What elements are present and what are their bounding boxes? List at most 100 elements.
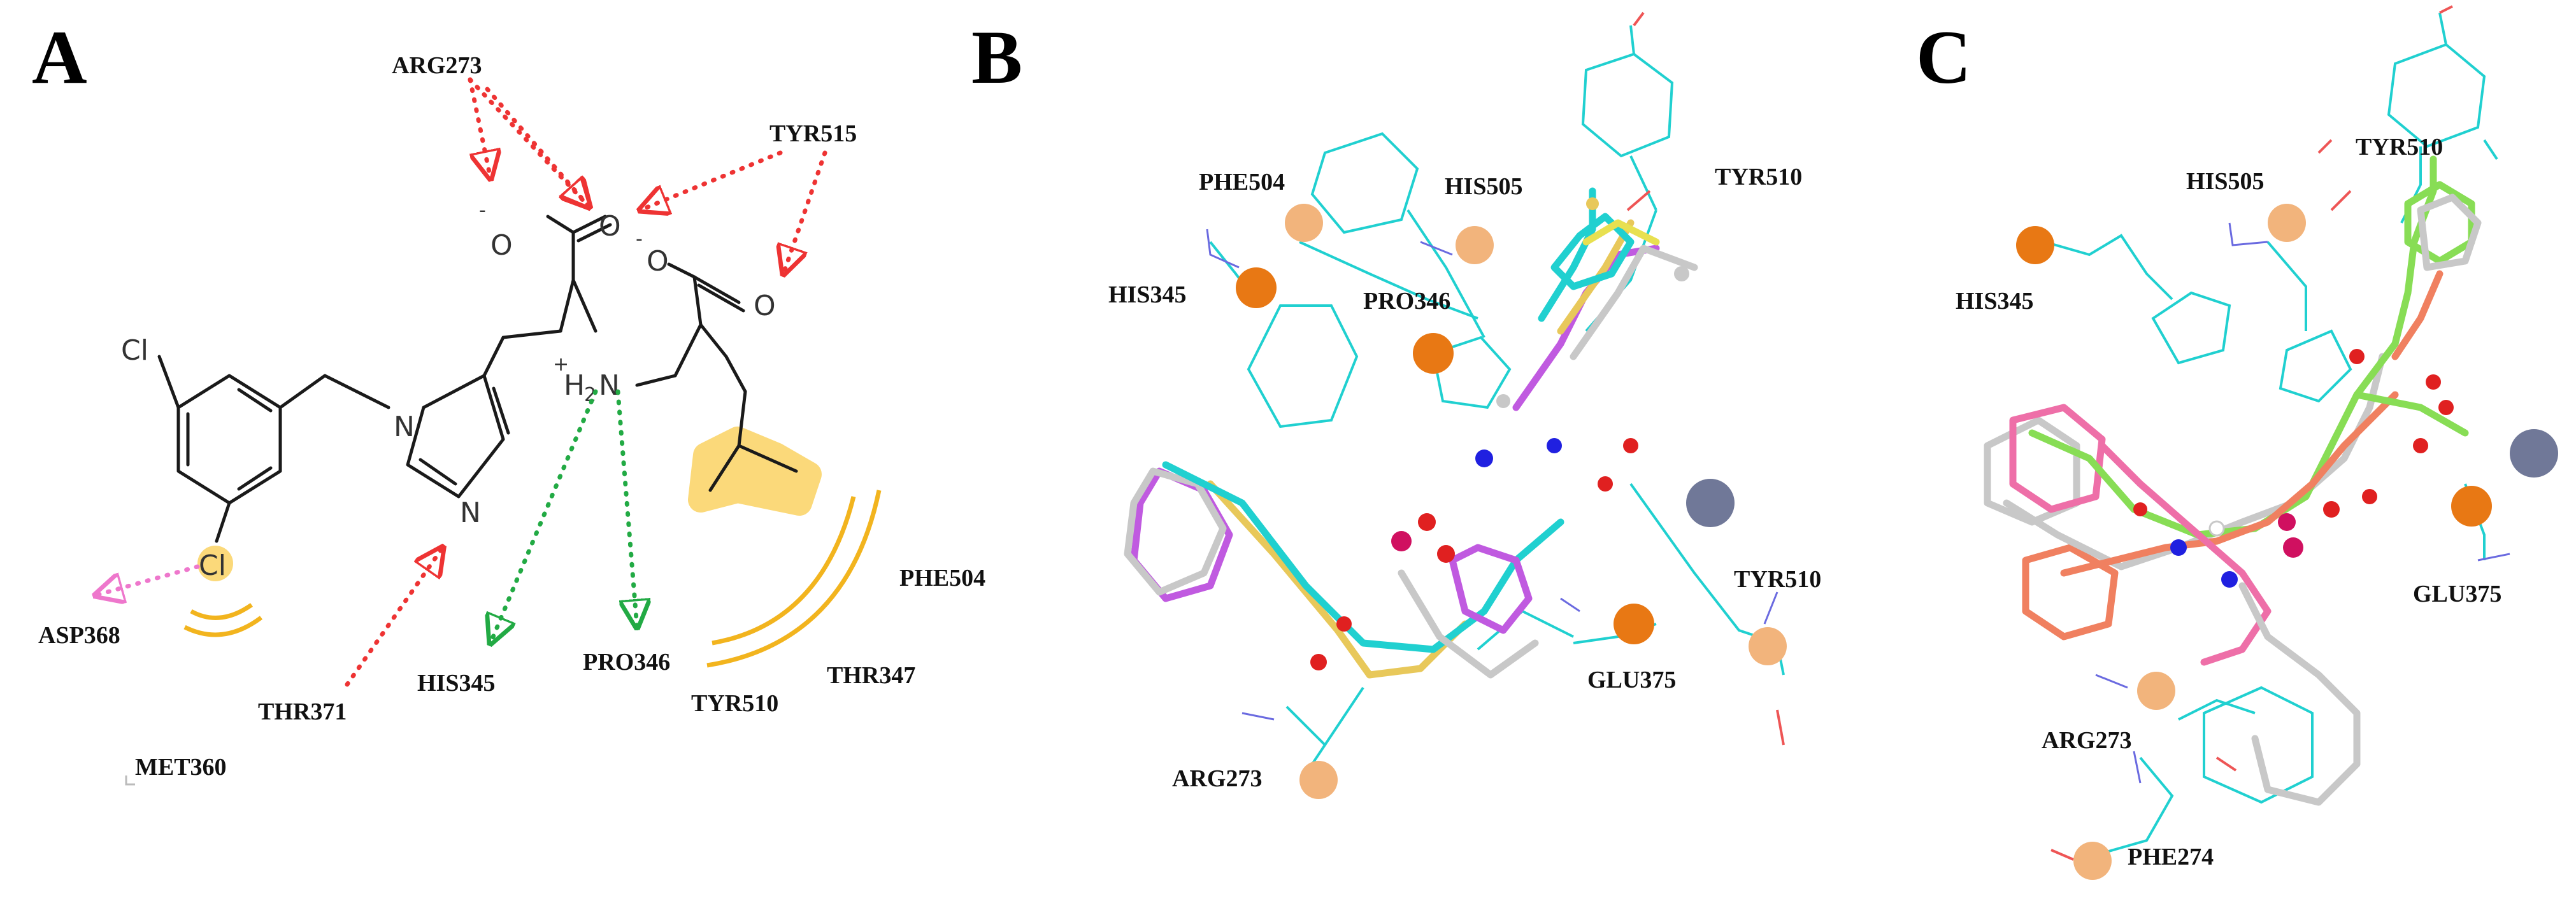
- b-ball-his345: [1236, 267, 1277, 308]
- label-thr347: THR347: [827, 662, 915, 689]
- hbond-arg273-o1: [468, 77, 490, 178]
- panel-c: C: [1916, 5, 2558, 880]
- b-ball-his505: [1456, 226, 1494, 264]
- c-ligand-salmon-ring: [2022, 544, 2119, 641]
- label-thr371: THR371: [258, 698, 347, 725]
- atom-o2: O: [599, 210, 621, 243]
- b-ligand-yellow: [1206, 480, 1469, 679]
- hydrophobic-patch-cl: [197, 546, 233, 581]
- b-ligand-cyan: [1162, 461, 1564, 653]
- panel-c-protein-lines: [2044, 12, 2498, 854]
- panel-b: B: [971, 11, 1821, 799]
- hbond-nh2-pro346: [615, 389, 637, 627]
- panel-c-atom-balls: [2133, 349, 2454, 588]
- panel-b-ca-balls: [1236, 204, 1787, 799]
- atom-nh2-h: H: [564, 369, 585, 402]
- c-his505-ring: [2279, 329, 2352, 403]
- label-met360: MET360: [135, 754, 227, 781]
- b-ligand-magenta-ring2: [1449, 544, 1533, 634]
- atom-o1: O: [490, 229, 513, 262]
- label-arg273: ARG273: [392, 52, 482, 79]
- atom-minus1: -: [479, 199, 486, 222]
- ligand-atoms: Cl Cl N N + H 2 N O - O O - O: [121, 199, 776, 582]
- b-tyr510-ring: [1581, 52, 1674, 158]
- b-ball-glu375: [1614, 604, 1654, 644]
- b-his-ring: [1431, 336, 1512, 409]
- halogen-bond-asp368: [96, 564, 200, 595]
- b-ball-tyr510: [1749, 627, 1787, 665]
- c-ligand-pink-ring: [2009, 404, 2106, 513]
- c-tyr510-ring: [2387, 43, 2486, 148]
- c-ball-phe274: [2073, 842, 2112, 880]
- panel-b-letter: B: [971, 15, 1022, 99]
- panel-a-letter: A: [32, 15, 87, 99]
- panel-b-ligands: [1124, 187, 1698, 679]
- b-label-phe504: PHE504: [1199, 169, 1285, 195]
- hydrophobic-arc-cl-1: [190, 603, 254, 620]
- c-ball-his345: [2016, 226, 2054, 264]
- panel-b-residues: PHE504 HIS505 TYR510 HIS345 PRO346 TYR51…: [1108, 164, 1821, 792]
- panel-b-atom-balls: [1310, 197, 1689, 670]
- c-label-arg273: ARG273: [2042, 727, 2131, 754]
- b-phe504-ring: [1310, 132, 1419, 234]
- atom-plus: +: [553, 353, 569, 376]
- hydrophobic-patch-isobutyl: [688, 427, 822, 516]
- atom-nh2-n: N: [599, 369, 620, 402]
- label-tyr515: TYR515: [769, 120, 857, 147]
- b-label-arg273: ARG273: [1172, 765, 1262, 792]
- ligand-skeleton: [157, 215, 798, 543]
- hbond-tyr515-o3: [640, 150, 783, 210]
- c-ligand-green: [2028, 340, 2399, 539]
- c-ligand-pink: [2098, 442, 2272, 666]
- c-ball-his505: [2268, 204, 2306, 242]
- c-label-phe274: PHE274: [2128, 844, 2214, 870]
- atom-o3: O: [647, 245, 669, 278]
- panel-b-n-lines: [1206, 229, 1778, 721]
- panel-c-n-lines: [2095, 222, 2510, 784]
- b-label-glu375: GLU375: [1587, 667, 1676, 693]
- met360-marker: [125, 775, 135, 786]
- hbond-arg273-o2-a: [468, 77, 589, 207]
- hbond-arg273-o2-b: [485, 87, 589, 207]
- c-label-his505: HIS505: [2186, 168, 2264, 195]
- b-label-tyr510-right: TYR510: [1734, 566, 1821, 593]
- c-label-his345: HIS345: [1956, 288, 2033, 315]
- c-phe274-ring: [2203, 686, 2314, 804]
- b-ball-pro346: [1413, 333, 1454, 374]
- atom-cl-bottom: Cl: [199, 549, 226, 582]
- panel-c-residues: HIS505 TYR510 HIS345 GLU375 ARG273 PHE27…: [1956, 134, 2501, 870]
- b-label-his505: HIS505: [1445, 173, 1522, 200]
- hbond-tyr515-o4: [784, 150, 827, 274]
- panel-a-residues: ARG273 TYR515 ASP368 THR371 HIS345 PRO34…: [38, 52, 985, 786]
- c-ball-arg273: [2137, 672, 2175, 710]
- atom-n-ring2: N: [460, 497, 481, 529]
- atom-n-ring1: N: [394, 411, 415, 443]
- b-label-pro346: PRO346: [1363, 288, 1450, 315]
- hbond-thr371-n: [345, 548, 443, 687]
- atom-cl-top: Cl: [121, 334, 148, 367]
- b-label-his345: HIS345: [1108, 281, 1186, 308]
- panel-c-ca-balls: [2016, 204, 2558, 880]
- panel-b-protein-lines: [1209, 25, 1785, 765]
- c-ball-zinc: [2510, 429, 2558, 478]
- phenyl-ring: [176, 374, 282, 505]
- c-ball-glu375: [2451, 486, 2492, 527]
- c-label-tyr510: TYR510: [2356, 134, 2443, 160]
- label-asp368: ASP368: [38, 622, 120, 649]
- label-pro346: PRO346: [583, 649, 670, 676]
- hydrophobic-arcs: [183, 490, 882, 668]
- b-pro-ring: [1247, 304, 1359, 428]
- atom-minus2: -: [636, 228, 643, 250]
- c-label-glu375: GLU375: [2413, 581, 2501, 607]
- hydrophobic-arc-cl-2: [183, 616, 263, 637]
- b-ball-arg273: [1299, 761, 1338, 799]
- hydrophobic-arc-isobutyl-1: [712, 496, 856, 646]
- hydrophobic-arc-isobutyl-2: [706, 490, 882, 668]
- c-his345-ring: [2151, 291, 2231, 365]
- b-label-tyr510-top: TYR510: [1715, 164, 1802, 190]
- imidazole-ring: [406, 374, 505, 499]
- c-ligand-salmon: [2060, 391, 2399, 577]
- hydrophobic-patches: [197, 427, 822, 581]
- panel-c-ligands: [1984, 155, 2482, 806]
- b-ball-phe504: [1285, 204, 1323, 242]
